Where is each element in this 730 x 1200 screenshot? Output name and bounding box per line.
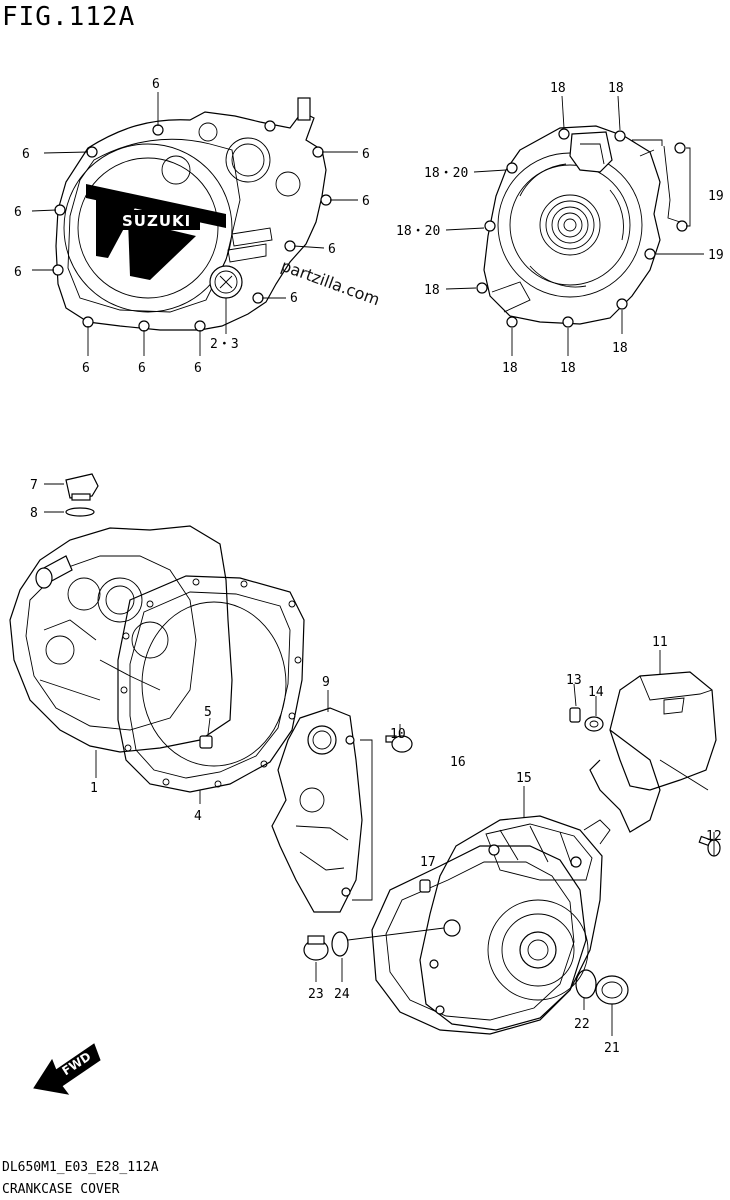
callout-18: 18 [560,361,576,376]
generator-gasket-16 [371,845,587,1035]
callout-13: 13 [566,673,582,688]
generator-cover-bolts [476,128,688,328]
clutch-cover-logo: SUZUKI [122,212,191,230]
diagram-caption: CRANKCASE COVER [2,1182,120,1197]
collar-14 [584,716,604,732]
bolt-13 [569,707,581,723]
callout-15: 15 [516,771,532,786]
crankcase [9,525,233,753]
gasket-4 [117,575,305,793]
callout-24: 24 [334,987,350,1002]
callout-18-20: 18・20 [396,224,440,239]
gasket-bolt-holes [120,578,302,788]
generator-cover-callouts: 18 18 18・20 18・20 18 18 18 18 19 19 [396,81,724,376]
callout-6: 6 [152,77,160,92]
gasket-24 [331,931,349,957]
generator-assembly-callouts: 16 15 17 22 21 [420,755,620,1056]
callout-22: 22 [574,1017,590,1032]
o-ring-22 [575,969,597,999]
clutch-cover-callouts: 6 6 6 6 6 6 6 2・3 6 6 6 6 [14,77,370,376]
callout-6: 6 [82,361,90,376]
callout-11: 11 [652,635,668,650]
callout-19: 19 [708,189,724,204]
callout-16: 16 [450,755,466,770]
callout-18-20: 18・20 [424,166,468,181]
callout-6: 6 [328,242,336,257]
callout-19: 19 [708,248,724,263]
inner-cover-9 [271,707,363,913]
callout-6: 6 [14,265,22,280]
bolt-10 [385,735,413,753]
oil-filler-cap [65,473,99,501]
guard-callouts: 11 12 13 14 [566,635,722,856]
fig-title: FIG.112A [2,2,136,32]
callout-6: 6 [362,147,370,162]
fwd-arrow: FWD [33,1043,101,1095]
o-ring [65,507,95,517]
callout-6: 6 [194,361,202,376]
generator-guard-11 [589,671,717,833]
plug-23 [303,935,329,961]
callout-10: 10 [390,727,406,742]
dowel-pin [199,735,213,749]
crankcase-callouts: 7 8 1 4 5 [30,478,212,824]
callout-9: 9 [322,675,330,690]
callout-6: 6 [362,194,370,209]
callout-18: 18 [612,341,628,356]
callout-12: 12 [706,829,722,844]
callout-21: 21 [604,1041,620,1056]
generator-cover [476,125,688,328]
callout-7: 7 [30,478,38,493]
callout-18: 18 [424,283,440,298]
callout-6: 6 [22,147,30,162]
generator-cover-15 [419,815,611,1031]
callout-8: 8 [30,506,38,521]
callout-5: 5 [204,705,212,720]
callout-1: 1 [90,781,98,796]
callout-2-3: 2・3 [210,337,239,352]
callout-18: 18 [608,81,624,96]
callout-6: 6 [138,361,146,376]
callout-18: 18 [502,361,518,376]
model-code: DL650M1_E03_E28_112A [2,1160,159,1175]
clutch-cover: SUZUKI [52,97,332,332]
callout-6: 6 [290,291,298,306]
callout-17: 17 [420,855,436,870]
callout-23: 23 [308,987,324,1002]
callout-4: 4 [194,809,202,824]
inner-cover-callouts: 9 10 23 24 [308,675,406,1002]
cap-21 [595,975,629,1005]
callout-6: 6 [14,205,22,220]
dowel-pin-17 [419,879,431,893]
callout-14: 14 [588,685,604,700]
callout-18: 18 [550,81,566,96]
